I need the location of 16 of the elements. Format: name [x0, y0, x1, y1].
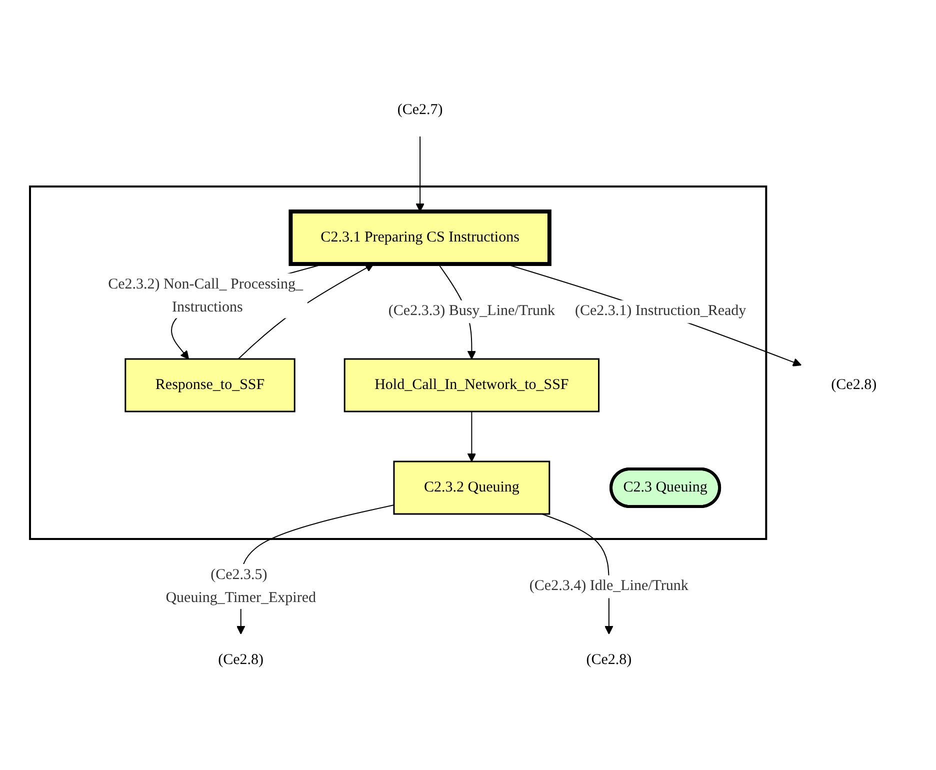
cluster: [28, 185, 767, 540]
node-text: (Ce2.8): [218, 652, 264, 668]
edge-label: (Ce2.3.3) Busy_Line/Trunk: [388, 302, 555, 319]
edge-label: (Ce2.3.4) Idle_Line/Trunk: [529, 578, 688, 594]
arrow: [415, 136, 424, 212]
edge-label: (Ce2.3.1) Instruction_Ready: [574, 302, 746, 319]
edge-label: Ce2.3.2) Non-Call_ Processing_ Instructions: [108, 276, 303, 315]
node-box: C2.3.1 Preparing CS Instructions: [288, 209, 552, 266]
edge-label: (Ce2.3.5) Queuing_Timer_Expired: [165, 566, 316, 606]
node-text: (Ce2.8): [586, 652, 632, 668]
node-box: Hold_Call_In_Network_to_SSF: [344, 358, 600, 412]
node-box: Response_to_SSF: [124, 358, 296, 412]
node-box: C2.3.2 Queuing: [392, 460, 550, 514]
node-text: (Ce2.8): [830, 376, 876, 393]
arrow: [467, 410, 476, 462]
node-text: (Ce2.7): [397, 102, 442, 118]
